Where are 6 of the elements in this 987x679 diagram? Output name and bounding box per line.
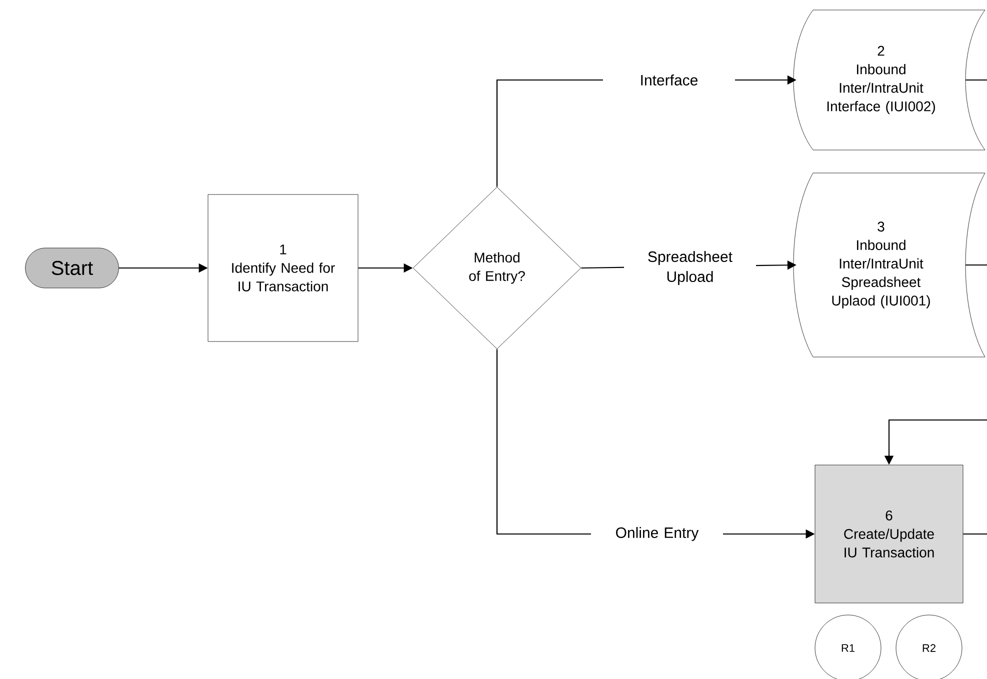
start-terminator: Start (25, 248, 119, 288)
edge-label: Spreadsheet Upload (624, 250, 756, 286)
edge-label: Online Entry (591, 526, 723, 542)
process-box: 6 Create/Update IU Transaction (814, 464, 964, 604)
process-box: 1 Identify Need for IU Transaction (208, 194, 358, 342)
edge-label: Interface (603, 74, 735, 86)
